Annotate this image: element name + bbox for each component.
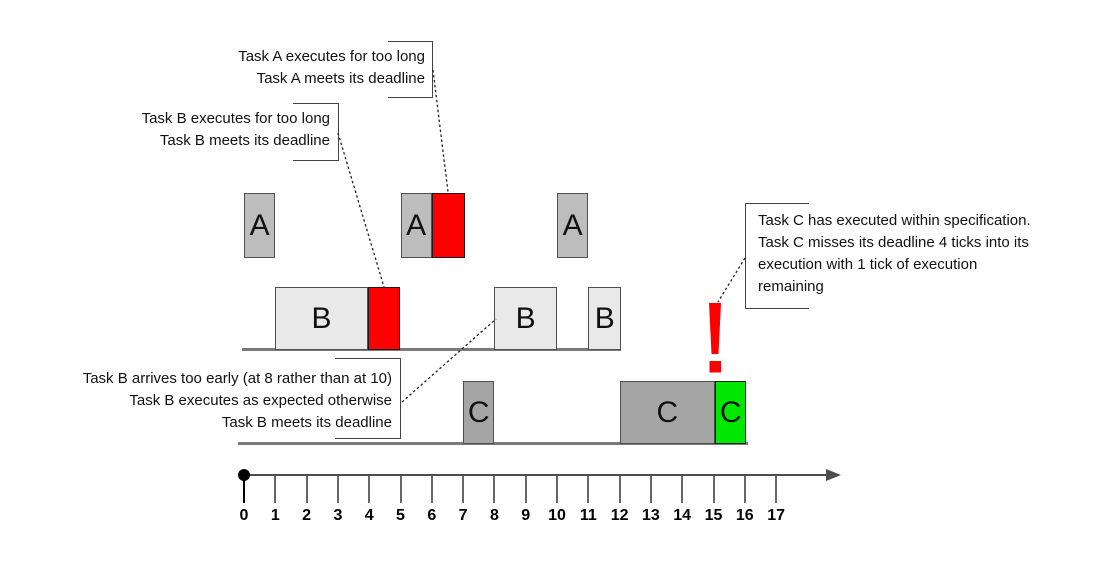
timeline-tick [618, 476, 621, 503]
timeline-tick [649, 476, 652, 503]
task-b-box-segment: B [588, 287, 622, 350]
annotation-task-b-bracket [293, 103, 339, 161]
dotted-connector-task-b [337, 132, 385, 288]
timeline-tick [430, 476, 433, 503]
annotation-task-b-arrival-line3: Task B meets its deadline [221, 414, 392, 431]
task-b-box-segment [367, 287, 401, 350]
timeline-tick-label: 13 [641, 507, 660, 524]
timeline-tick [305, 476, 308, 503]
annotation-task-a-bracket [388, 41, 433, 98]
annotation-task-b-arrival-line1: Task B arrives too early (at 8 rather th… [82, 370, 392, 387]
timeline-tick [524, 476, 527, 503]
timeline-tick-label: 16 [735, 507, 754, 524]
task-a-box-segment [431, 193, 465, 258]
timeline-tick-label: 7 [458, 507, 468, 524]
dotted-connector-task-a [432, 69, 449, 193]
timeline-tick-label: 10 [548, 507, 566, 524]
timeline-tick-label: 1 [270, 507, 280, 524]
timeline-tick [712, 476, 715, 503]
timeline-tick [743, 476, 746, 503]
annotation-task-a-line1: Task A executes for too long [238, 48, 425, 65]
timeline-tick [681, 476, 684, 503]
task-c-box-segment: C [715, 381, 747, 444]
deadline-miss-exclamation-icon [709, 303, 721, 354]
annotation-task-b-line2: Task B meets its deadline [159, 132, 330, 149]
deadline-miss-exclamation-dot-icon [709, 361, 721, 373]
timeline-tick-label: 4 [364, 507, 374, 524]
annotation-task-c-line1: Task C has executed within specification… [758, 212, 1031, 229]
annotation-task-c-line4: remaining [758, 278, 824, 295]
timeline-tick-label: 0 [239, 507, 249, 524]
timeline-tick [368, 476, 371, 503]
timeline-tick-label: 9 [521, 507, 531, 524]
timeline-tick [399, 476, 402, 503]
timeline-axis [244, 474, 829, 476]
timeline-tick-label: 3 [333, 507, 343, 524]
task-c-box-segment: C [463, 381, 495, 444]
task-b-box-segment: B [494, 287, 557, 350]
task-b-box-segment: B [275, 287, 368, 350]
task-a-box-segment: A [244, 193, 276, 258]
timeline-tick [556, 476, 558, 503]
timeline-tick [243, 476, 245, 503]
annotation-task-a: Task A executes for too long Task A meet… [75, 46, 425, 90]
timeline-tick [336, 476, 339, 503]
timeline-tick-label: 6 [427, 507, 437, 524]
annotation-task-b-arrival-line2: Task B executes as expected otherwise [129, 392, 392, 409]
timeline-tick-label: 8 [489, 507, 499, 524]
timeline-origin-dot-icon [238, 469, 250, 481]
timeline-tick [587, 476, 590, 503]
task-a-box-segment: A [557, 193, 589, 258]
timeline-tick-label: 17 [767, 507, 785, 524]
annotation-task-c-line3: execution with 1 tick of execution [758, 256, 978, 273]
annotation-task-c-bracket [745, 203, 809, 309]
annotation-task-b-arrival: Task B arrives too early (at 8 rather th… [2, 368, 392, 434]
timeline-tick-label: 5 [396, 507, 405, 524]
timeline-tick-label: 15 [704, 507, 723, 524]
annotation-task-b-arrival-bracket [335, 358, 401, 439]
timeline-tick-label: 14 [673, 507, 692, 524]
annotation-task-c: Task C has executed within specification… [758, 210, 1031, 298]
annotation-task-b-line1: Task B executes for too long [141, 110, 330, 127]
timeline-tick [462, 476, 465, 503]
timeline-tick-label: 11 [579, 507, 597, 524]
task-a-box-segment: A [400, 193, 432, 258]
task-c-box-segment: C [619, 381, 716, 444]
timeline-tick-label: 12 [610, 507, 629, 524]
timeline-arrowhead-icon [826, 469, 841, 481]
annotation-task-b: Task B executes for too long Task B meet… [10, 108, 330, 152]
dotted-connector-task-c [717, 257, 746, 303]
annotation-task-a-line2: Task A meets its deadline [256, 70, 425, 87]
timeline-tick [493, 476, 496, 503]
timeline-tick [775, 476, 778, 503]
annotation-task-c-line2: Task C misses its deadline 4 ticks into … [758, 234, 1029, 251]
timeline-tick-label: 2 [302, 507, 312, 524]
timeline-tick [274, 476, 277, 503]
